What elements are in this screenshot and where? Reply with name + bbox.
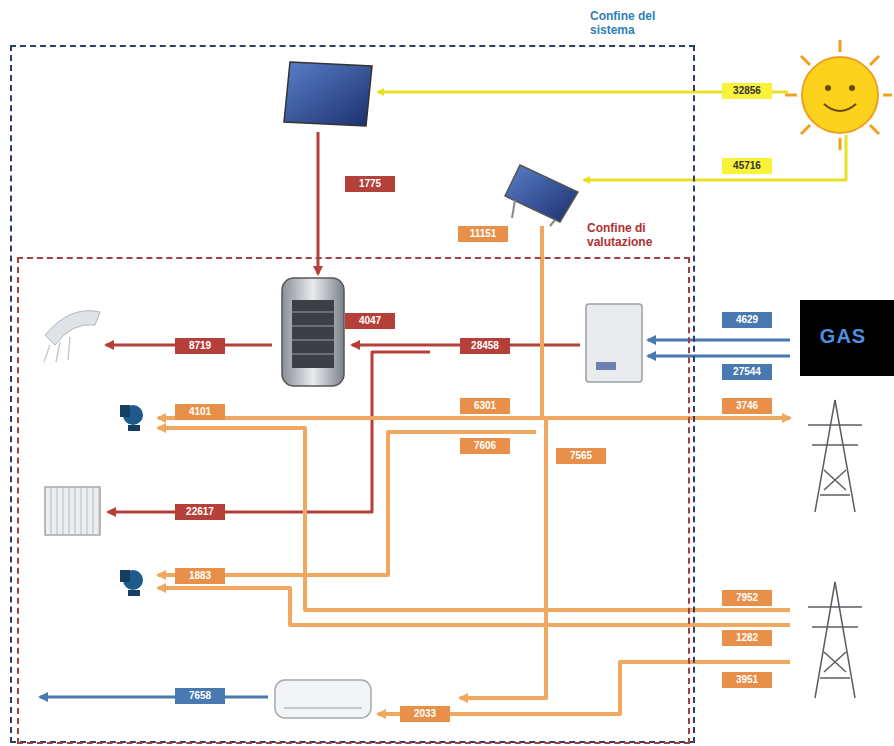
flow-value: 45716 <box>722 158 772 174</box>
flow-value: 7658 <box>175 688 225 704</box>
flow-value: 4047 <box>345 313 395 329</box>
evaluation-boundary: Confine di valutazione <box>17 257 690 744</box>
power-pylon <box>808 582 862 698</box>
flow-value: 32856 <box>722 83 772 99</box>
air-conditioner <box>275 680 371 718</box>
flow-value: 8719 <box>175 338 225 354</box>
flow-value: 22617 <box>175 504 225 520</box>
flow-value: 3951 <box>722 672 772 688</box>
gas-boiler <box>586 304 642 382</box>
flow-value: 1883 <box>175 568 225 584</box>
flow-value: 4629 <box>722 312 772 328</box>
shower-head <box>44 311 100 362</box>
flow-value: 1282 <box>722 630 772 646</box>
gas-supply: GAS <box>800 300 894 376</box>
node-label: Confine del sistema <box>590 9 690 38</box>
node-label: Confine di valutazione <box>587 221 687 250</box>
flow-value: 4101 <box>175 404 225 420</box>
flow-value: 3746 <box>722 398 772 414</box>
pump-icon <box>120 570 143 596</box>
radiator <box>45 487 100 535</box>
storage-tank <box>282 278 344 386</box>
pv-panel <box>505 165 578 226</box>
power-pylon <box>808 400 862 512</box>
flow-value: 28458 <box>460 338 510 354</box>
solar-collector <box>284 62 372 126</box>
flow-value: 6301 <box>460 398 510 414</box>
flow-value: 7565 <box>556 448 606 464</box>
system-boundary: Confine del sistemaConfine di valutazion… <box>10 45 695 743</box>
pump-icon <box>120 405 143 431</box>
flow-value: 27544 <box>722 364 772 380</box>
flow-value: 7606 <box>460 438 510 454</box>
flow-value: 1775 <box>345 176 395 192</box>
node-label: GAS <box>800 324 886 348</box>
sun-icon <box>785 40 892 150</box>
flow-value: 11151 <box>458 226 508 242</box>
flow-value: 2033 <box>400 706 450 722</box>
flow-lines <box>40 92 846 714</box>
flow-value: 7952 <box>722 590 772 606</box>
